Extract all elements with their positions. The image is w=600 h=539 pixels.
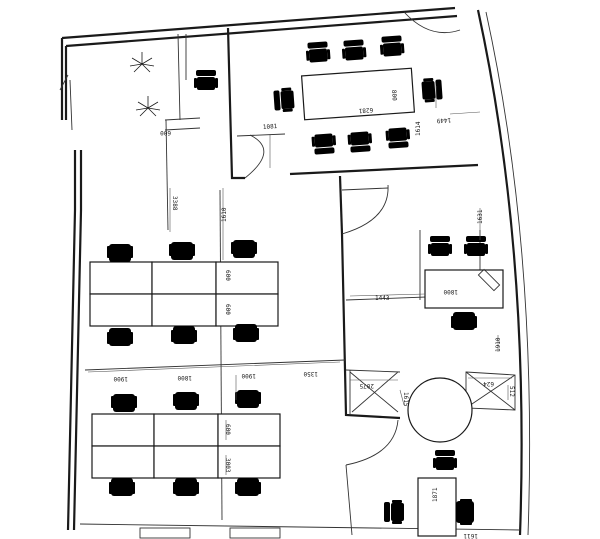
person-chair-icon	[109, 478, 135, 496]
person-chair-icon	[169, 242, 195, 260]
dimension-label: 1800	[443, 288, 458, 295]
dimension-label: 1610	[221, 207, 228, 222]
dimension-label: 1081	[263, 123, 278, 131]
dimension-label: 1449	[436, 116, 451, 124]
dimension-label: 1443	[375, 295, 390, 302]
chair-icon	[341, 39, 367, 61]
bottom-strip	[139, 527, 281, 539]
dimension-label: 1900	[113, 375, 128, 382]
dimension-label: 1631	[477, 209, 484, 224]
dimension-lines	[87, 86, 512, 475]
chair-icon	[384, 500, 404, 524]
dimension-label: 512	[508, 386, 515, 397]
dimension-label: 6281	[358, 106, 373, 114]
chair-icon	[311, 133, 337, 155]
chair-icon	[379, 35, 405, 57]
plant-icon	[135, 96, 161, 117]
chair-icon	[385, 127, 411, 149]
dimension-label: 624	[483, 380, 494, 387]
workstation-block-lower	[91, 413, 281, 479]
person-chair-icon	[235, 390, 261, 408]
chair-icon	[428, 236, 452, 256]
chair-icon	[433, 450, 457, 470]
dimension-label: 1614	[415, 121, 422, 136]
dimension-label: 1611	[463, 532, 478, 539]
chair-icon	[347, 131, 373, 153]
dimension-label: 600	[224, 424, 231, 435]
person-chair-icon	[173, 478, 199, 496]
lower-office-desk	[417, 477, 457, 537]
dimension-label: 600	[224, 304, 231, 315]
round-table	[407, 377, 473, 443]
dimension-label: 3003	[224, 458, 231, 473]
person-chair-icon	[456, 499, 474, 525]
dimension-label: 1910	[495, 337, 502, 352]
executive-desk	[424, 268, 504, 309]
interior-partitions	[84, 27, 516, 536]
person-chair-icon	[111, 394, 137, 412]
chair-icon	[464, 236, 488, 256]
outer-walls	[59, 6, 531, 536]
dimension-label: 2075	[359, 382, 374, 389]
person-chair-icon	[235, 478, 261, 496]
person-chair-icon	[173, 392, 199, 410]
dimension-label: 800	[390, 90, 398, 102]
plant-icon	[129, 52, 155, 73]
person-chair-icon	[107, 244, 133, 262]
chair-icon	[273, 87, 295, 113]
dimension-label: 600	[224, 270, 231, 281]
dimension-label: 1800	[177, 374, 192, 381]
chair-icon	[305, 41, 331, 63]
dimension-label: 600	[160, 129, 171, 136]
dimension-label: 1615	[402, 392, 409, 407]
dimension-label: 1900	[241, 372, 256, 379]
chair-icon	[421, 77, 443, 103]
conference-table	[300, 67, 416, 121]
person-chair-icon	[231, 240, 257, 258]
person-chair-icon	[171, 326, 197, 344]
workstation-block-upper	[89, 261, 279, 327]
person-chair-icon	[451, 312, 477, 330]
dimension-label: 3388	[171, 196, 178, 211]
dimension-label: 1350	[303, 370, 318, 377]
person-chair-icon	[233, 324, 259, 342]
person-chair-icon	[107, 328, 133, 346]
chair-icon	[194, 70, 218, 90]
dimension-label: 1871	[432, 487, 439, 502]
